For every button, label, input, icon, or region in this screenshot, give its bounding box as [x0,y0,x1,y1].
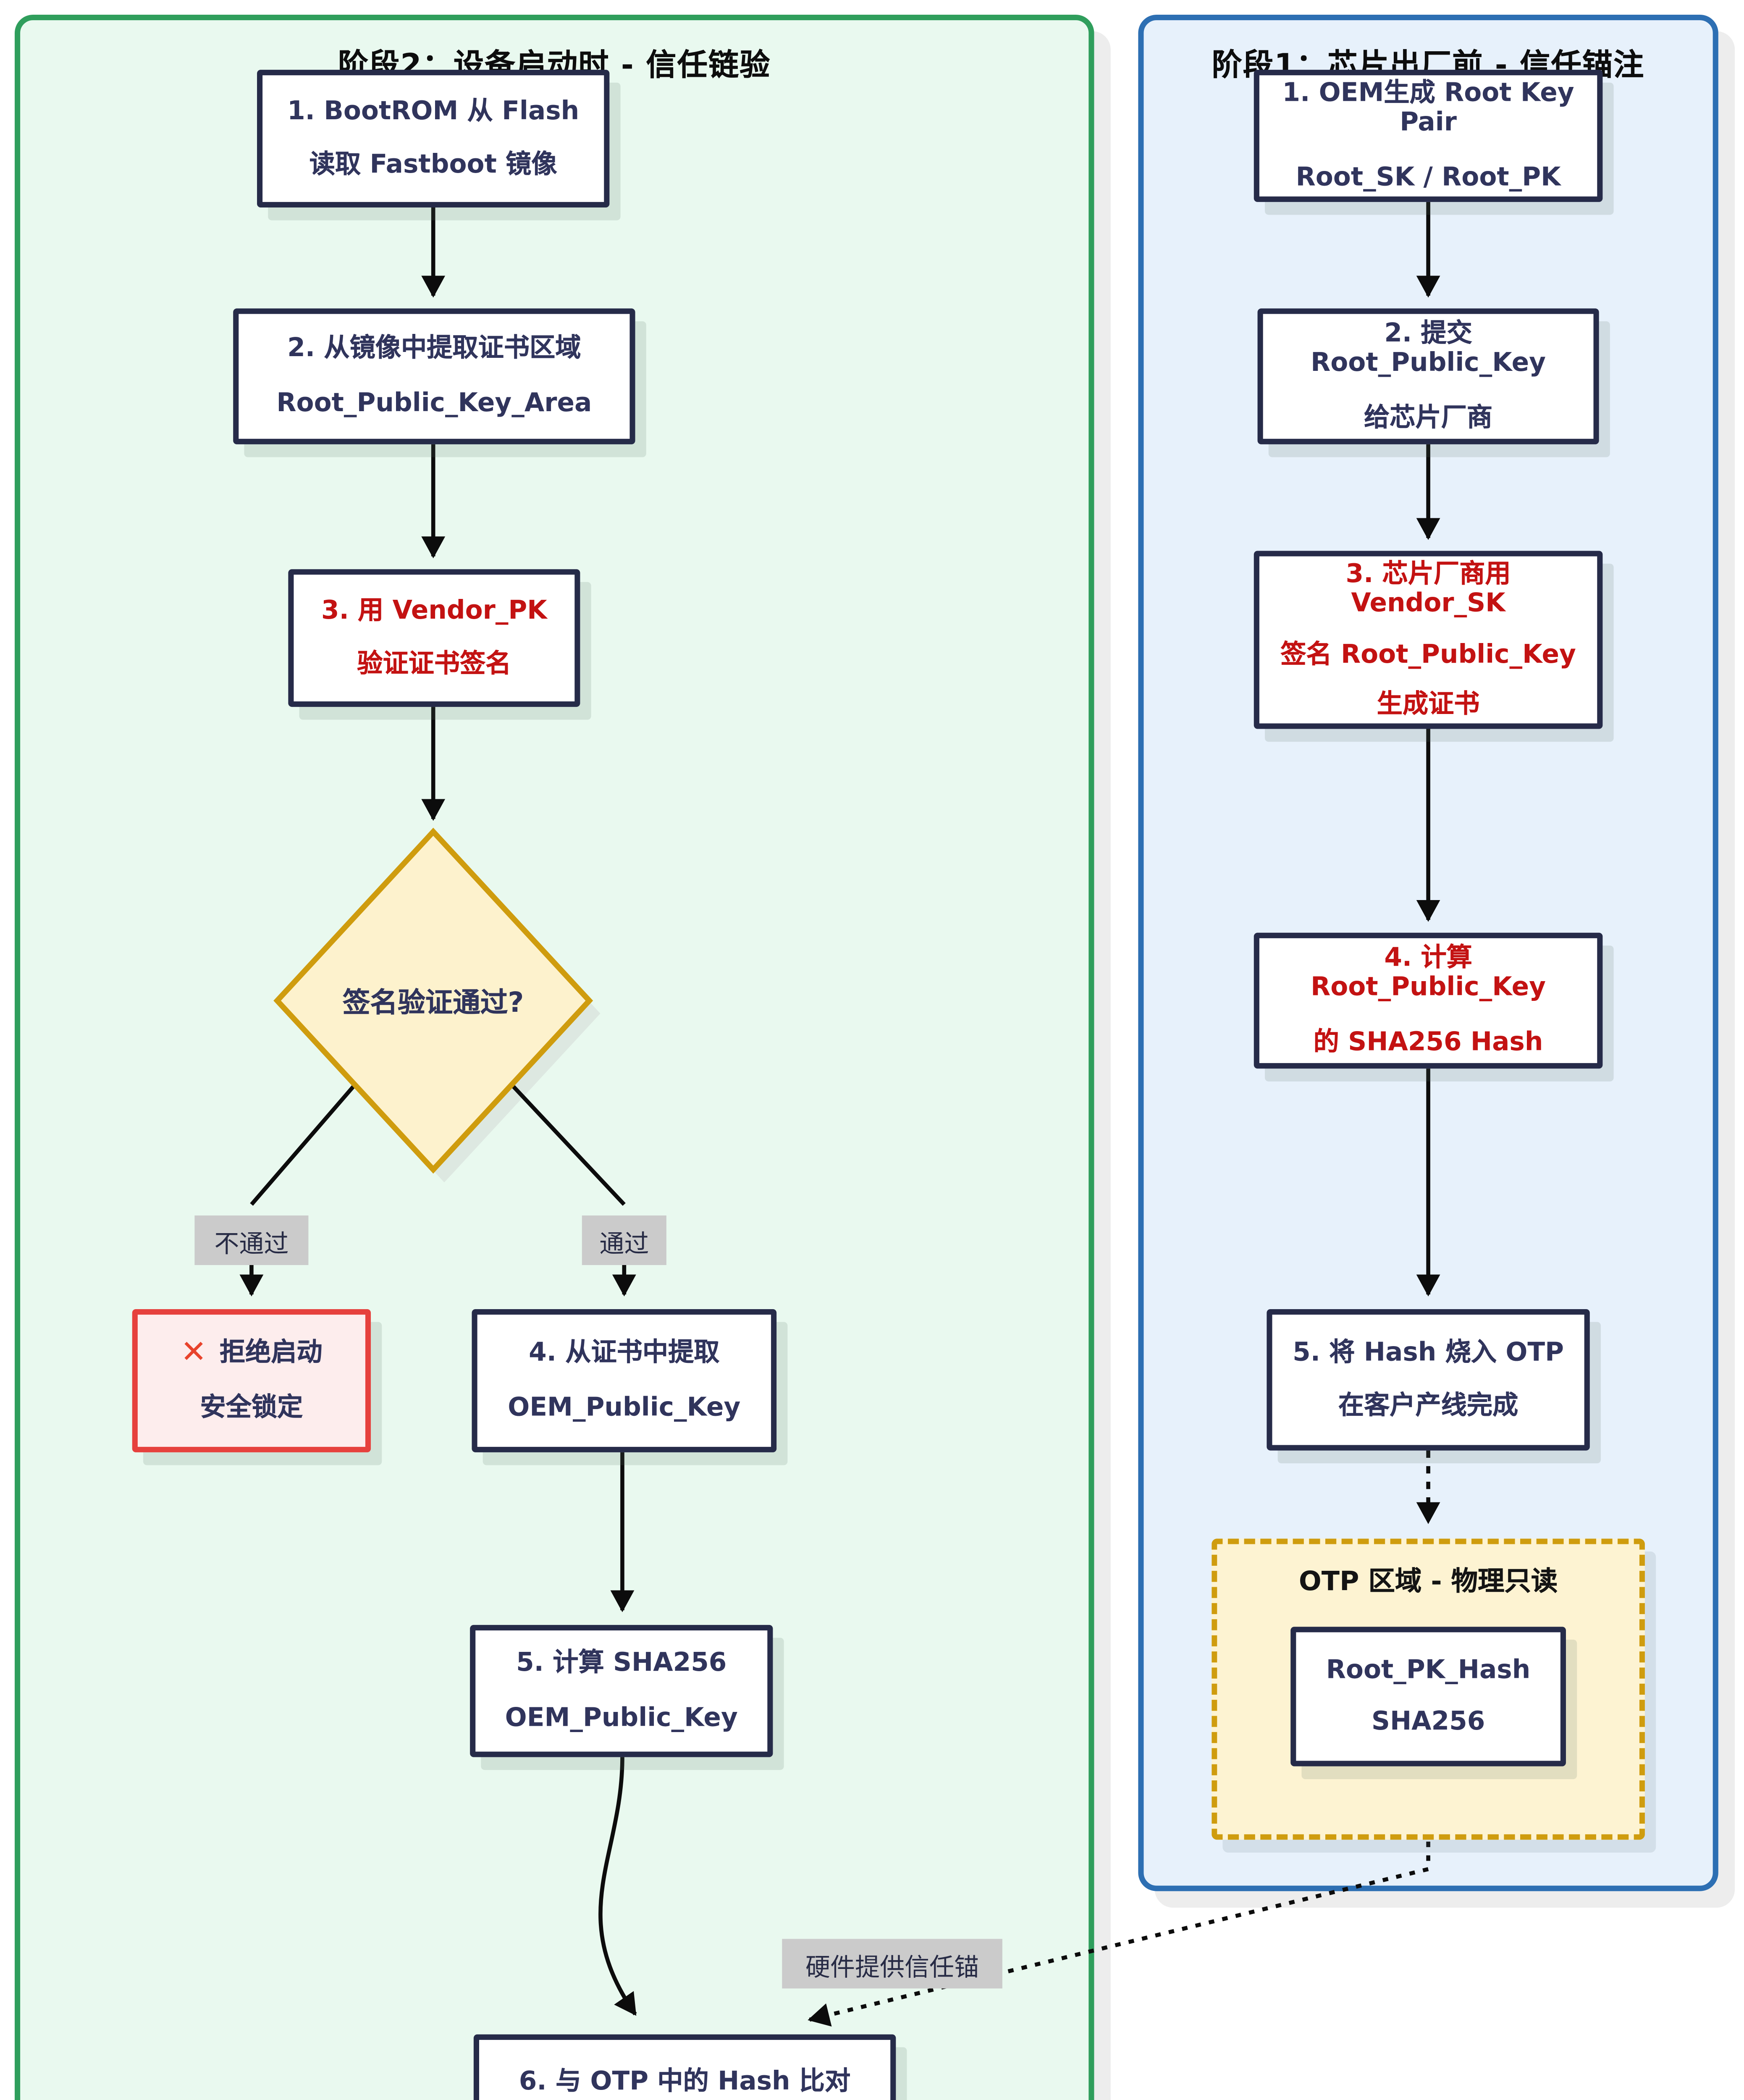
decision-signature-valid-label: 签名验证通过? [342,985,524,1018]
reject-cross-icon: ✕ [181,1334,207,1372]
node-oem-generate-keypair: 1. OEM生成 Root Key Pair Root_SK / Root_PK [1254,70,1603,202]
node-submit-root-pk: 2. 提交 Root_Public_Key 给芯片厂商 [1257,308,1599,444]
node-vendor-sign-cert: 3. 芯片厂商用 Vendor_SK 签名 Root_Public_Key 生成… [1254,551,1603,729]
edge-label-pass: 通过 [582,1215,666,1265]
diamond-signature-valid [273,827,593,1174]
node-extract-cert-area: 2. 从镜像中提取证书区域 Root_Public_Key_Area [233,308,635,444]
node-verify-cert-signature: 3. 用 Vendor_PK 验证证书签名 [288,569,580,707]
edge-l5-l6 [598,1757,637,2016]
node-burn-hash-otp: 5. 将 Hash 烧入 OTP 在客户产线完成 [1267,1309,1590,1451]
node-compute-rootpk-hash: 4. 计算 Root_Public_Key 的 SHA256 Hash [1254,932,1603,1069]
node-root-pk-hash: Root_PK_Hash SHA256 [1290,1627,1566,1767]
node-compare-otp-hash: 6. 与 OTP 中的 Hash 比对 [473,2034,896,2100]
node-extract-oem-key: 4. 从证书中提取 OEM_Public_Key [472,1309,777,1452]
edge-d1-pass [509,1082,626,1206]
node-bootrom-read: 1. BootROM 从 Flash 读取 Fastboot 镜像 [257,70,610,207]
otp-region-title: OTP 区域 - 物理只读 [1298,1568,1558,1598]
edge-d1-fail [250,1082,358,1206]
edge-label-fail: 不通过 [194,1215,309,1265]
node-compute-sha256: 5. 计算 SHA256 OEM_Public_Key [470,1625,773,1757]
hardware-anchor-note: 硬件提供信任锚 [782,1939,1002,1989]
edge-otp-l6-dotted [808,1841,1430,2027]
node-reject-boot-1: ✕ 拒绝启动 安全锁定 [132,1309,371,1452]
